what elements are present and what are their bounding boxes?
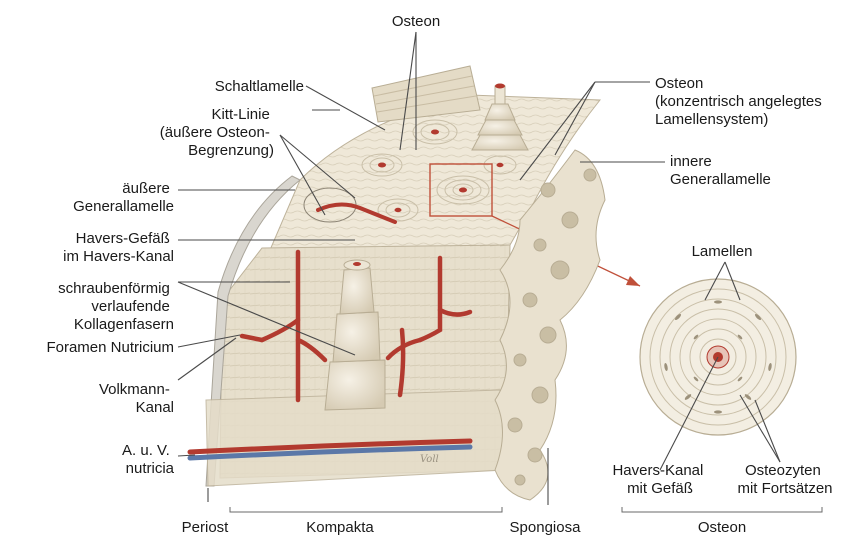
label-aeussere-generallamelle: äußere Generallamelle [73,180,174,215]
artist-signature: Voll [420,454,439,465]
label-osteon-top: Osteon [392,13,440,30]
label-havers-gefaess: Havers-Gefäß im Havers-Kanal [63,230,174,265]
label-periost: Periost [182,519,230,536]
label-kitt-linie: Kitt-Linie (äußere Osteon- Begrenzung) [160,106,274,159]
label-spongiosa: Spongiosa [510,519,582,536]
label-schaltlamelle: Schaltlamelle [215,78,304,95]
label-volkmann-kanal: Volkmann- Kanal [99,381,174,416]
label-havers-kanal-gefaess: Havers-Kanal mit Gefäß [612,462,707,497]
label-foramen-nutricium: Foramen Nutricium [46,339,174,356]
label-lamellen: Lamellen [692,243,753,260]
label-kollagenfasern: schraubenförmig verlaufende Kollagenfase… [58,280,174,333]
label-osteon-bottom: Osteon [698,519,746,536]
kompakta-bracket [230,507,502,512]
label-a-u-v-nutricia: A. u. V. nutricia [122,442,175,477]
osteon-zoom-arrowhead [626,276,640,286]
label-innere-generallamelle: innere Generallamelle [670,153,771,188]
label-osteon-right: Osteon (konzentrisch angelegtes Lamellen… [655,75,826,128]
label-kompakta: Kompakta [306,519,374,536]
osteon-bracket [622,507,822,512]
label-osteozyten: Osteozyten mit Fortsätzen [737,462,832,497]
